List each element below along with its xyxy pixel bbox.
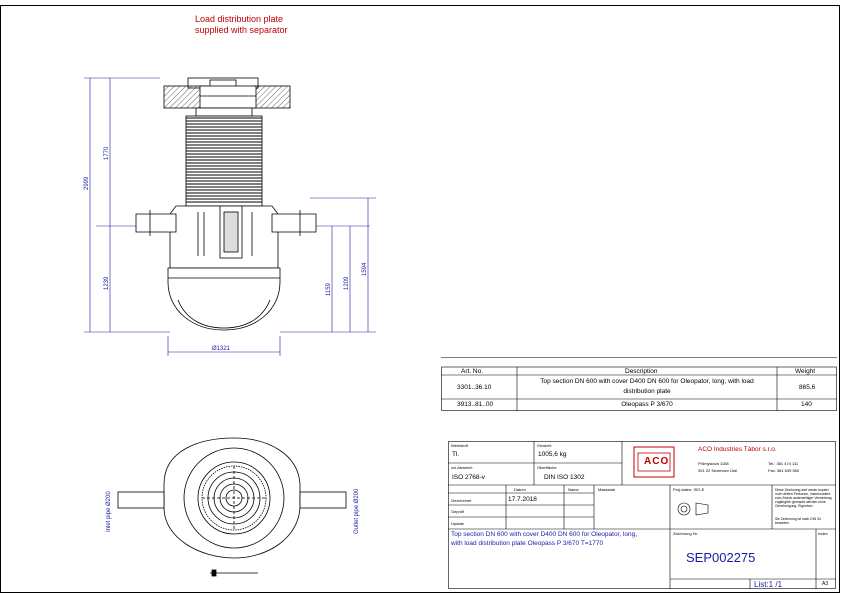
dim-right-height: 1594 — [362, 262, 368, 276]
coalescing-filter — [223, 211, 239, 253]
tolerance-label: zul.Abweich. — [451, 465, 474, 470]
outlet-pipe — [271, 213, 317, 233]
plan-inlet-pipe — [117, 491, 165, 509]
date-header: Datum — [514, 487, 526, 492]
plan-view: Inlet pipe Ø200 Outlet pipe Ø200 — [106, 437, 360, 577]
copyright-note-2: Sie Zeichnung ist nach DIN 34 beachten — [775, 517, 821, 525]
company-name: ACO Industries Tábor s.r.o. — [698, 446, 777, 453]
corrugated-riser — [185, 115, 263, 207]
load-plate-note-line1: Load distribution plate — [195, 14, 284, 24]
checked-label: Geprüft — [451, 509, 465, 514]
header-art-no: Art. No. — [461, 368, 484, 375]
plan-outlet-pipe — [299, 491, 347, 509]
row1-weight: 865,6 — [799, 384, 816, 391]
drawn-label: Gezeichnet — [451, 498, 472, 503]
bottom-dome — [167, 267, 281, 331]
row1-description-1: Top section DN 600 with cover D400 DN 60… — [540, 378, 754, 385]
copyright-note: Diese Zeichnung darf weder kopiert noch … — [775, 488, 832, 508]
row2-art-no: 3913..81..00 — [457, 401, 494, 408]
side-section-view: 2999 1770 1239 1159 1209 1594 Ø1321 — [84, 77, 376, 356]
row1-description-2: distribution plate — [623, 388, 671, 395]
dim-outlet-height: 1159 — [326, 282, 332, 296]
drawing-number: SEP002275 — [686, 550, 756, 565]
outlet-pipe-label: Outlet pipe Ø200 — [354, 488, 360, 534]
drawing-title-line1: Top section DN 600 with cover D400 DN 60… — [451, 531, 638, 538]
drawing-no-label: Zeichnung Nr. — [673, 531, 698, 536]
inlet-pipe-label: Inlet pipe Ø200 — [106, 491, 112, 532]
update-label: Update — [451, 521, 464, 526]
header-description: Description — [625, 368, 658, 375]
row2-weight: 140 — [801, 401, 812, 408]
scale-label: Massstab — [598, 487, 616, 492]
plan-cover — [197, 461, 271, 535]
header-weight: Weight — [795, 368, 816, 375]
aco-logo — [633, 446, 675, 478]
material-value: Tl. — [452, 451, 460, 458]
surface-label: Oberfläche — [537, 465, 557, 470]
dim-upper-height: 1770 — [104, 146, 110, 160]
company-address-1: Průmyslová 1158 — [698, 461, 729, 466]
dim-total-height: 2999 — [84, 176, 90, 190]
projection-symbol-icon — [677, 502, 709, 516]
row2-description-1: Oleopass P 3/670 — [621, 401, 673, 408]
company-phone: Tel.: 381 474 111 — [768, 461, 799, 466]
drawing-frame — [0, 5, 840, 593]
logo-text: ACO — [644, 456, 670, 467]
tolerance-value: ISO 2768-v — [452, 474, 485, 481]
company-fax: Fax: 381 639 550 — [768, 468, 800, 473]
weight-value: 1005,6 kg — [538, 451, 567, 458]
weight-label: Gewicht — [537, 443, 552, 448]
surface-value: DIN ISO 1302 — [544, 474, 585, 481]
sheet-number: List:1 /1 — [754, 580, 783, 589]
name-header: Name — [568, 487, 579, 492]
dim-inlet-height: 1209 — [344, 276, 350, 290]
title-block: Werkstoff Tl. zul.Abweich. ISO 2768-v Ge… — [448, 441, 836, 589]
dim-diameter: Ø1321 — [212, 346, 231, 352]
paper-format: A3 — [822, 581, 829, 587]
material-label: Werkstoff — [451, 443, 468, 448]
company-address-2: 391 02 Sezimovo Ústí — [698, 468, 738, 473]
drawing-title-line2: with load distribution plate Oleopass P … — [451, 540, 604, 547]
drawn-date: 17.7.2018 — [508, 496, 537, 503]
parts-table: Art. No. Description Weight 3301..36.10 … — [441, 357, 837, 411]
dim-lower-height: 1239 — [104, 276, 110, 290]
load-plate-note-line2: supplied with separator — [195, 25, 288, 35]
projection-label: Proj.daten: ISO-E — [673, 487, 705, 492]
index-label: Index — [818, 531, 828, 536]
row1-art-no: 3301..36.10 — [457, 384, 492, 391]
inlet-pipe — [135, 213, 177, 233]
load-plate-note: Load distribution plate supplied with se… — [195, 14, 288, 36]
